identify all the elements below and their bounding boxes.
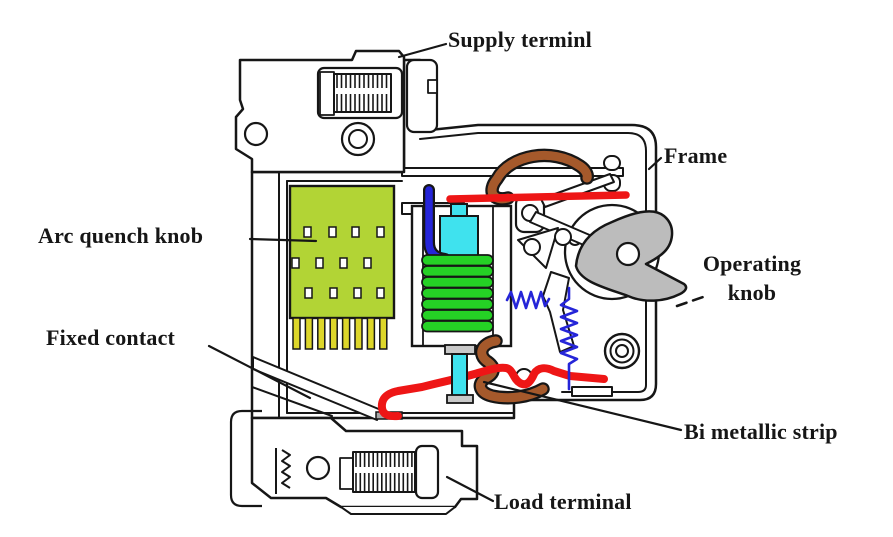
- leader-operating-knob: [675, 295, 705, 308]
- spring-vertical: [559, 286, 579, 391]
- leader-load-terminal: [445, 475, 495, 503]
- terminal-tab: [405, 58, 439, 134]
- leader-arc-quench: [248, 237, 318, 243]
- supply-screw: [333, 73, 392, 113]
- plunger-rod-assembly: [444, 344, 476, 404]
- bimetallic-strip-part: [475, 336, 548, 403]
- arc-chute-teeth: [292, 317, 388, 350]
- operating-knob: [574, 210, 688, 302]
- label-frame: Frame: [664, 143, 728, 168]
- pivot-hole: [554, 228, 572, 246]
- serration: [281, 449, 291, 489]
- conductor-top: [446, 191, 630, 203]
- knob-hole: [615, 241, 641, 267]
- load-terminal-assembly: [229, 409, 479, 515]
- screw-hole: [243, 121, 269, 147]
- pivot-hole: [523, 238, 541, 256]
- leader-supply-terminal: [397, 42, 448, 59]
- leader-lines: [207, 42, 705, 503]
- din-clip: [229, 409, 262, 508]
- label-load-terminal: Load terminal: [494, 489, 632, 514]
- label-fixed-contact: Fixed contact: [46, 325, 176, 350]
- bar-screw: [603, 155, 621, 171]
- label-arc-quench-knob: Arc quench knob: [38, 223, 204, 248]
- springs: [505, 286, 579, 391]
- arc-chamber-vents: [291, 226, 385, 299]
- arc-quench-chamber: [288, 184, 396, 350]
- conductor-wires: [377, 191, 630, 421]
- label-operating-knob-line2: knob: [727, 280, 777, 305]
- plunger-rod: [451, 353, 468, 397]
- contact-pad: [571, 386, 613, 397]
- leader-fixed-contact: [207, 344, 312, 400]
- fixed-contact-arm: [252, 356, 382, 421]
- label-operating-knob-line1: Operating: [702, 251, 802, 276]
- copper-parts: [473, 148, 594, 405]
- solenoid-assembly: [410, 184, 513, 348]
- load-screw: [352, 451, 416, 493]
- leader-bimetallic: [482, 380, 683, 432]
- ring-boss: [615, 344, 629, 358]
- leader-frame: [647, 156, 663, 171]
- screw-hole: [305, 455, 331, 481]
- solenoid-coil: [421, 254, 494, 333]
- label-bimetallic-strip: Bi metallic strip: [684, 419, 838, 444]
- label-supply-terminal: Supply terminl: [448, 27, 592, 52]
- copper-loop: [487, 150, 592, 204]
- conductor-bottom: [377, 363, 608, 421]
- supply-terminal-assembly: [234, 49, 439, 174]
- label-operating-knob: Operating knob: [686, 249, 818, 307]
- spring-horizontal: [505, 290, 551, 310]
